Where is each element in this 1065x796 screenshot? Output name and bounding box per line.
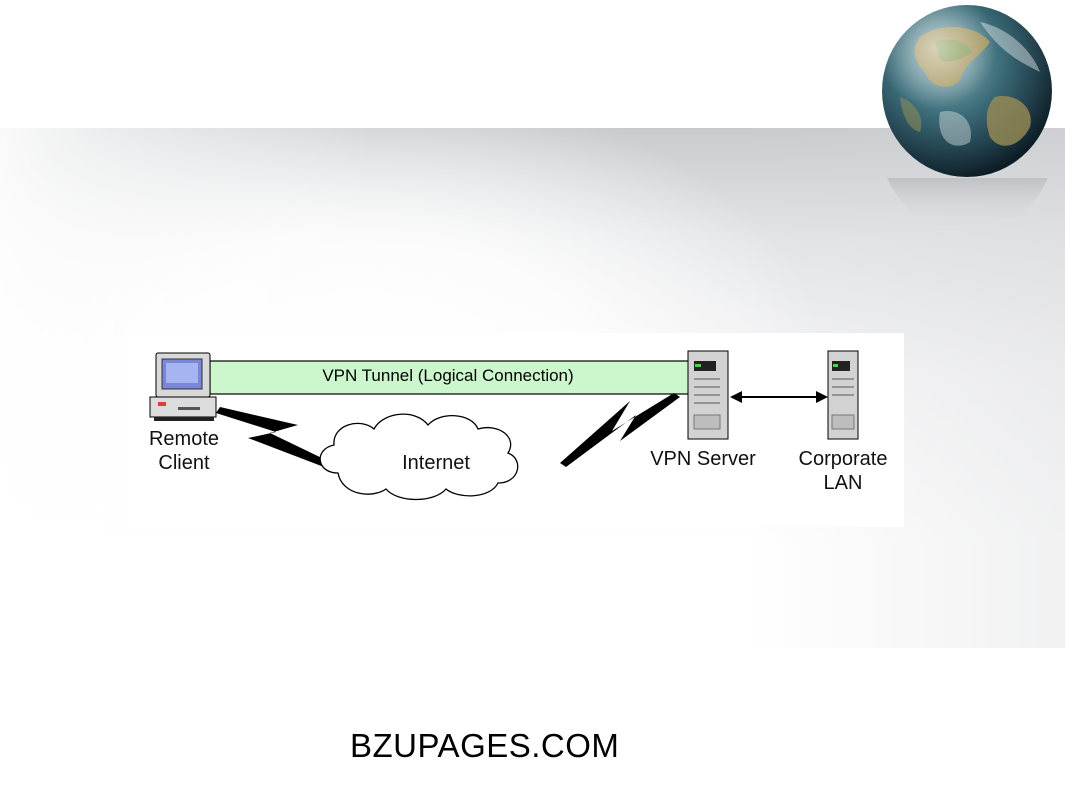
globe-icon (882, 5, 1052, 177)
server-icon (687, 350, 729, 440)
corporate-lan-label-line1: Corporate (798, 448, 888, 470)
globe-reflection (887, 178, 1048, 238)
vpn-tunnel-label: VPN Tunnel (Logical Connection) (322, 366, 574, 385)
corporate-lan-label-line2: LAN (823, 472, 863, 494)
remote-client-label-line1: Remote (148, 428, 220, 450)
vpn-server-label: VPN Server (650, 448, 756, 470)
server-icon-lan (827, 350, 859, 440)
lightning-link-icon-2 (560, 393, 680, 467)
cloud-icon (319, 413, 519, 501)
lightning-link-icon (216, 407, 328, 467)
vpn-diagram-drawing (149, 350, 859, 501)
double-arrow-icon (730, 391, 828, 403)
remote-client-label-line2: Client (158, 452, 210, 474)
computer-icon (149, 352, 217, 421)
site-footer-text: BZUPAGES.COM (350, 727, 620, 764)
corporate-lan-label: Corporate LAN (788, 447, 898, 495)
vpn-diagram: VPN Tunnel (Logical Connection) Remote C… (128, 333, 904, 527)
remote-client-label: Remote Client (136, 427, 232, 475)
internet-label: Internet (402, 452, 470, 474)
